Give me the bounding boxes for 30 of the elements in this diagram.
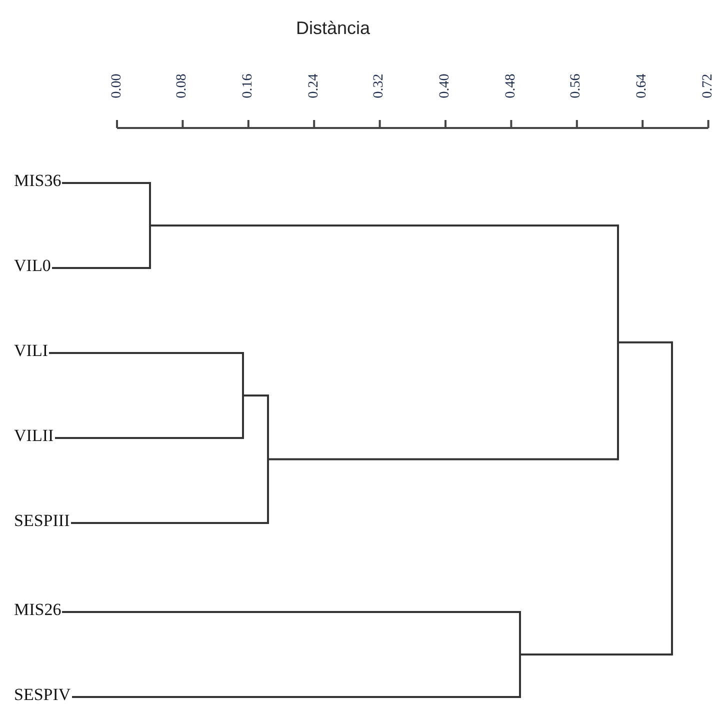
tick-label: 0.16 (240, 74, 256, 98)
tick-label: 0.08 (174, 74, 190, 98)
dendrogram-branch (52, 267, 150, 269)
tick-label: 0.00 (108, 74, 125, 98)
dendrogram-branch (150, 224, 618, 226)
leaf-label: VILII (14, 426, 54, 446)
dendrogram-branch (62, 182, 150, 184)
dendrogram-branch (243, 394, 268, 396)
leaf-label: VIL0 (14, 256, 51, 276)
leaf-label: SESPIV (14, 685, 71, 705)
dendrogram-branch (62, 611, 520, 613)
leaf-label: MIS36 (14, 171, 62, 191)
dendrogram-branch (49, 352, 243, 354)
leaf-label: VILI (14, 341, 48, 361)
leaf-label: MIS26 (14, 600, 62, 620)
dendrogram-branch (268, 458, 618, 460)
tick-label: 0.32 (372, 74, 388, 98)
tick-label: 0.56 (568, 74, 585, 98)
axis-title: Distància (296, 18, 370, 39)
dendrogram-branch (55, 437, 243, 439)
dendrogram-branch (72, 696, 520, 698)
tick-label: 0.48 (502, 74, 519, 98)
dendrogram-branch (71, 522, 268, 524)
tick-label: 0.72 (700, 74, 716, 98)
dendrogram-branch (618, 341, 672, 344)
tick-label: 0.24 (306, 74, 322, 98)
tick-label: 0.40 (437, 74, 454, 98)
dendrogram-branch (520, 654, 672, 656)
leaf-label: SESPIII (14, 511, 70, 531)
tick-label: 0.64 (634, 74, 650, 98)
